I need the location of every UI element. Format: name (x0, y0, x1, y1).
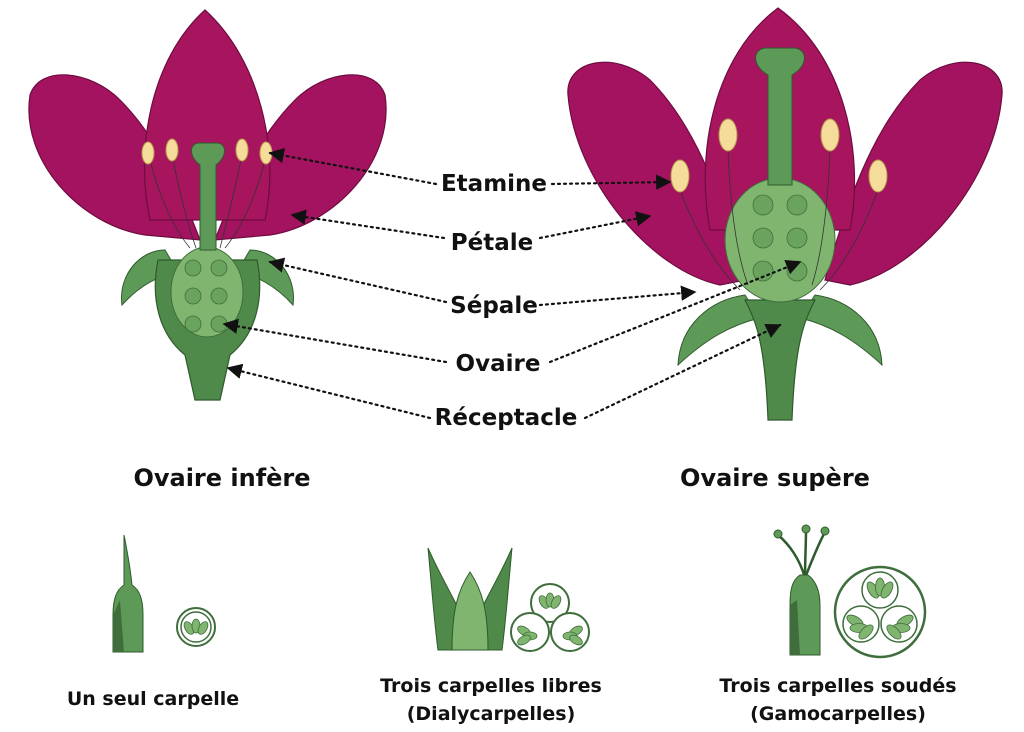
flower-inferior-ovary (28, 9, 387, 401)
single-carpel-icon (112, 534, 216, 653)
label-petale: Pétale (450, 230, 534, 256)
label-sepale: Sépale (450, 293, 538, 319)
sepal (799, 294, 883, 367)
ovary (170, 246, 244, 338)
caption-free-line1: Trois carpelles libres (380, 675, 602, 697)
free-carpels-icon (427, 547, 590, 652)
pistil-style (191, 142, 225, 251)
receptacle (744, 299, 816, 421)
ovary (724, 177, 836, 303)
caption-fused-line2: (Gamocarpelles) (750, 703, 926, 725)
label-etamine: Etamine (440, 171, 548, 197)
fused-carpels-icon (773, 524, 927, 659)
label-arrows (222, 147, 802, 420)
label-receptacle: Réceptacle (434, 405, 578, 431)
caption-free-carpels: Trois carpelles libres (Dialycarpelles) (380, 672, 602, 728)
anthers (141, 138, 273, 165)
title-inferior-ovary: Ovaire infère (133, 464, 311, 492)
caption-single-line1: Un seul carpelle (66, 688, 240, 710)
sepal (677, 294, 761, 367)
caption-fused-carpels: Trois carpelles soudés (Gamocarpelles) (719, 672, 956, 728)
title-superior-ovary: Ovaire supère (680, 464, 870, 492)
caption-fused-line1: Trois carpelles soudés (719, 675, 957, 697)
pistil-style (755, 47, 805, 186)
anthers (670, 118, 888, 193)
ovules (184, 259, 228, 333)
label-ovaire: Ovaire (455, 351, 541, 377)
caption-free-line2: (Dialycarpelles) (406, 703, 576, 725)
caption-single-carpel: Un seul carpelle (67, 685, 239, 713)
flower-superior-ovary (567, 7, 1003, 421)
